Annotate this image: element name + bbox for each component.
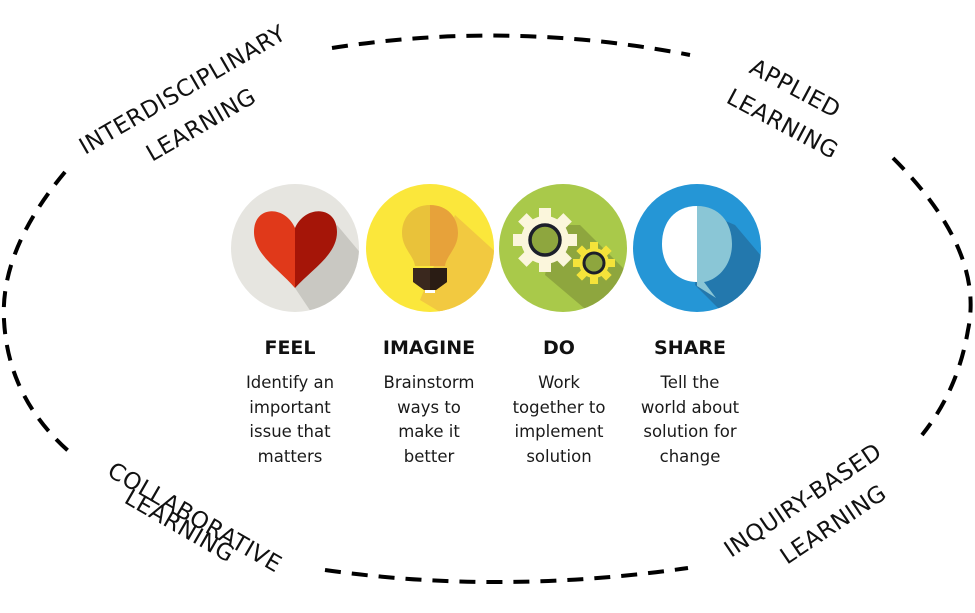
desc-line: solution for <box>643 422 737 441</box>
step-description: Identify an important issue that matters <box>220 371 360 469</box>
desc-line: solution <box>526 446 592 466</box>
step-description: Brainstorm ways to make it better <box>359 371 499 469</box>
desc-line: Identify an <box>245 373 335 392</box>
step-title: IMAGINE <box>382 337 476 359</box>
desc-line: better <box>403 446 455 466</box>
desc-line: important <box>249 397 331 417</box>
desc-line: together to <box>512 397 606 417</box>
ring-label-applied: APPLIED LEARNING <box>722 54 844 164</box>
step-description: Work together to implement solution <box>489 371 629 469</box>
gears-icon <box>499 184 627 312</box>
desc-line: ways to <box>397 397 461 417</box>
step-title: DO <box>543 337 575 359</box>
dashed-ring <box>1 33 973 584</box>
step-share: SHARE Tell the world about solution for … <box>620 335 760 469</box>
step-description: Tell the world about solution for change <box>620 371 760 469</box>
desc-line: Work <box>538 373 580 392</box>
step-title: FEEL <box>264 337 316 359</box>
ring-arc-top <box>331 33 691 57</box>
ring-label-interdisciplinary: INTERDISCIPLINARY LEARNING <box>75 20 291 167</box>
desc-line: matters <box>257 446 323 466</box>
ring-arc-bottom <box>324 566 689 584</box>
ring-arc-left <box>1 170 75 457</box>
desc-line: make it <box>398 422 460 441</box>
desc-line: change <box>659 446 721 466</box>
ring-arc-right <box>891 156 973 437</box>
desc-line: Tell the <box>660 373 720 392</box>
step-imagine: IMAGINE Brainstorm ways to make it bette… <box>359 335 499 469</box>
desc-line: issue that <box>249 422 331 441</box>
ring-label-line: COLLABORATIVE <box>103 458 286 579</box>
step-title: SHARE <box>654 337 726 359</box>
desc-line: implement <box>514 422 604 441</box>
lightbulb-icon <box>366 184 494 312</box>
speech-bubble-icon <box>633 184 761 312</box>
desc-line: Brainstorm <box>383 373 475 392</box>
step-do: DO Work together to implement solution <box>489 335 629 469</box>
ring-label-collaborative: COLLABORATIVE LEARNING <box>103 458 286 579</box>
desc-line: world about <box>640 397 740 417</box>
step-feel: FEEL Identify an important issue that ma… <box>220 335 360 469</box>
